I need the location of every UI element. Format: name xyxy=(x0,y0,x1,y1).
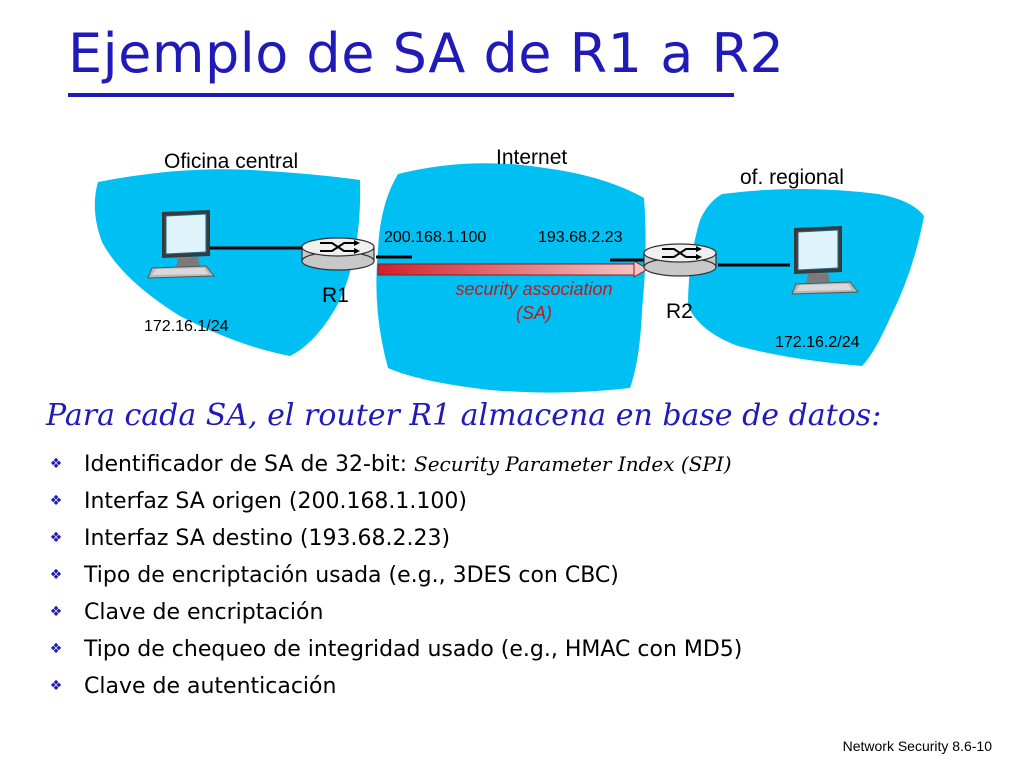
r1-label: R1 xyxy=(322,284,349,307)
bullet-text: Interfaz SA destino (193.68.2.23) xyxy=(84,526,451,551)
bullet-text: Tipo de chequeo de integridad usado (e.g… xyxy=(84,637,743,662)
r2-label: R2 xyxy=(666,300,693,323)
sa-label-line1: security association xyxy=(455,279,612,299)
list-item: ❖ Clave de encriptación xyxy=(46,594,742,631)
head-office-computer-icon xyxy=(147,210,216,279)
slide-footer: Network Security 8.6-10 xyxy=(842,738,992,754)
bullet-italic-text: Security Parameter Index (SPI) xyxy=(414,452,732,476)
diamond-bullet-icon: ❖ xyxy=(49,456,63,472)
list-item: ❖ Clave de autenticación xyxy=(46,668,742,705)
internet-cloud xyxy=(376,163,646,393)
regional-cloud xyxy=(688,189,924,366)
r1-router-icon xyxy=(301,237,375,271)
slide-title: Ejemplo de SA de R1 a R2 xyxy=(68,22,785,85)
diamond-bullet-icon: ❖ xyxy=(49,493,63,509)
bullet-text: Identificador de SA de 32-bit: xyxy=(84,452,415,477)
list-item: ❖ Identificador de SA de 32-bit: Security… xyxy=(46,446,742,483)
sa-label-line2: (SA) xyxy=(516,303,552,323)
network-diagram: Oficina central Internet of. regional 20… xyxy=(94,146,924,393)
lead-heading: Para cada SA, el router R1 almacena en b… xyxy=(46,398,882,433)
list-item: ❖ Interfaz SA origen (200.168.1.100) xyxy=(46,483,742,520)
diamond-bullet-icon: ❖ xyxy=(49,567,63,583)
head-office-subnet: 172.16.1/24 xyxy=(144,318,229,335)
list-item: ❖ Tipo de chequeo de integridad usado (e.… xyxy=(46,631,743,668)
bullet-text: Clave de encriptación xyxy=(84,600,324,625)
bullet-text: Interfaz SA origen (200.168.1.100) xyxy=(84,489,467,514)
title-underline xyxy=(68,93,734,97)
head-office-label: Oficina central xyxy=(164,150,298,173)
r2-router-icon xyxy=(643,243,717,277)
internet-label: Internet xyxy=(496,146,567,169)
bullet-list: ❖ Identificador de SA de 32-bit: Security… xyxy=(46,446,743,705)
regional-computer-icon xyxy=(791,226,860,295)
bullet-text: Clave de autenticación xyxy=(84,674,337,699)
head-office-cloud xyxy=(94,169,361,356)
diamond-bullet-icon: ❖ xyxy=(49,641,63,657)
list-item: ❖ Interfaz SA destino (193.68.2.23) xyxy=(46,520,742,557)
regional-subnet: 172.16.2/24 xyxy=(775,334,860,351)
regional-label: of. regional xyxy=(740,166,844,189)
diamond-bullet-icon: ❖ xyxy=(49,530,63,546)
bullet-text: Tipo de encriptación usada (e.g., 3DES c… xyxy=(84,563,619,588)
r1-out-ip: 200.168.1.100 xyxy=(384,229,486,246)
diamond-bullet-icon: ❖ xyxy=(49,678,63,694)
r2-in-ip: 193.68.2.23 xyxy=(538,229,623,246)
list-item: ❖ Tipo de encriptación usada (e.g., 3DES … xyxy=(46,557,742,594)
diamond-bullet-icon: ❖ xyxy=(49,604,63,620)
sa-arrow xyxy=(377,260,650,278)
